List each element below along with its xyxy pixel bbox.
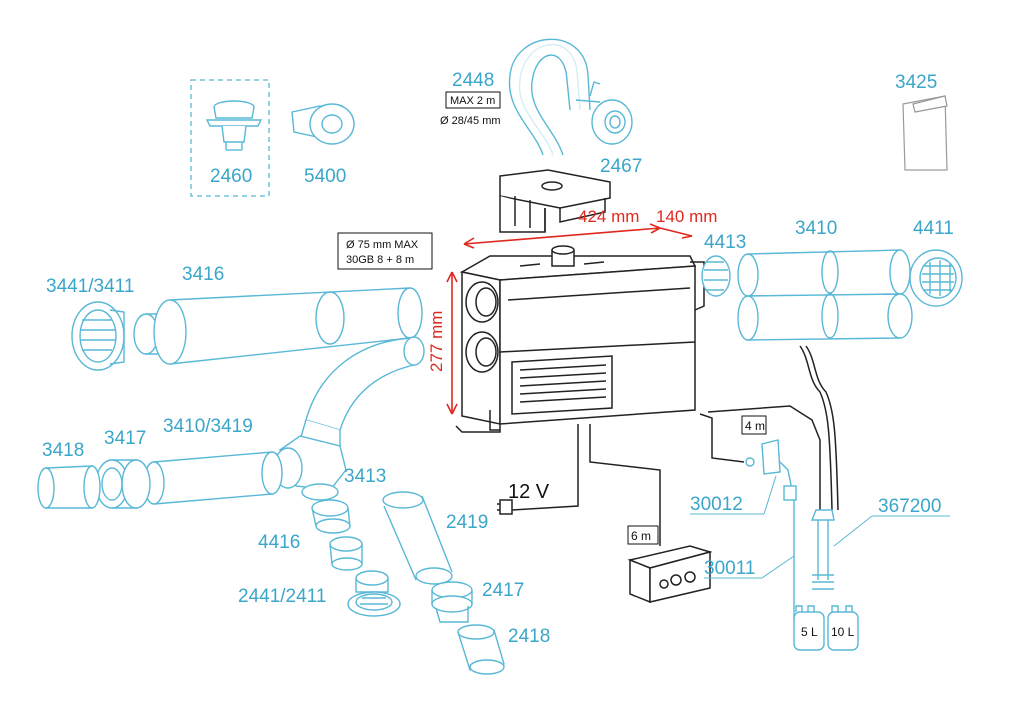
ring-3418 (37, 465, 101, 509)
adapter-3417 (95, 459, 151, 509)
ring-2418 (457, 624, 505, 675)
label-2418: 2418 (508, 626, 550, 647)
leader-30012b (763, 475, 777, 515)
cover-3425 (902, 95, 948, 171)
depth-dimension: 140 mm (656, 207, 717, 226)
tank-10l-label: 10 L (831, 625, 855, 639)
label-367200: 367200 (878, 496, 941, 517)
label-3425: 3425 (895, 72, 937, 93)
leader-367200b (833, 515, 873, 547)
label-4413: 4413 (704, 232, 746, 253)
label-2441-2411: 2441/2411 (238, 586, 326, 607)
duct-3410 (737, 249, 913, 341)
label-2448: 2448 (452, 70, 494, 91)
fuel-length-note: 4 m (745, 419, 765, 433)
tank-5l-label: 5 L (801, 625, 818, 639)
y-connector-3413 (273, 435, 347, 501)
panel-length-box (627, 525, 659, 545)
fuel-length-box (741, 415, 767, 435)
leader-30011b (761, 555, 795, 579)
duct-2419 (382, 491, 453, 585)
outlet-3441-3411 (71, 301, 125, 371)
outlet-4411 (909, 249, 963, 307)
exhaust-pipe-2448 (508, 38, 591, 156)
voltage-label: 12 V (508, 481, 550, 503)
duct-3410-3419 (143, 451, 283, 505)
exhaust-outlet-2467 (575, 81, 633, 145)
air-outlet-2460 (190, 79, 270, 197)
exhaust-note: MAX 2 m Ø 28/45 mm (440, 91, 501, 127)
duct-diameter-note: Ø 75 mm MAX (346, 239, 419, 251)
duct-3416 (153, 287, 423, 365)
fuel-tank-5l (793, 605, 825, 651)
exhaust-max-note: MAX 2 m (450, 95, 495, 107)
mounting-bracket (499, 169, 611, 233)
label-3413: 3413 (344, 466, 386, 487)
label-30012: 30012 (690, 494, 743, 515)
fuel-line-367200 (793, 500, 835, 620)
label-2467: 2467 (600, 156, 642, 177)
duct-length-note: 30GB 8 + 8 m (346, 254, 414, 266)
control-panel (627, 545, 713, 604)
air-nozzle-5400 (291, 103, 355, 145)
label-5400: 5400 (304, 166, 346, 187)
intake-4413 (701, 255, 731, 297)
wiring (511, 345, 839, 546)
heater-unit (455, 245, 705, 433)
label-3410: 3410 (795, 218, 837, 239)
width-dimension: 424 mm (578, 207, 639, 226)
label-3417: 3417 (104, 428, 146, 449)
height-dimension: 277 mm (427, 311, 446, 372)
label-4411: 4411 (913, 218, 954, 239)
ring-4416 (311, 499, 363, 571)
bent-duct (299, 336, 425, 451)
panel-length-note: 6 m (631, 529, 651, 543)
heater-grill (511, 355, 613, 415)
adapter-2417 (431, 581, 473, 623)
exhaust-diameter-note: Ø 28/45 mm (440, 115, 501, 127)
label-3416: 3416 (182, 264, 224, 285)
label-2460: 2460 (210, 166, 252, 187)
label-3418: 3418 (42, 440, 84, 461)
label-3441-3411: 3441/3411 (46, 276, 134, 297)
outlet-2441-2411 (347, 570, 401, 617)
duct-note: Ø 75 mm MAX 30GB 8 + 8 m (337, 232, 433, 270)
label-4416: 4416 (258, 532, 300, 553)
fuel-tank-10l (827, 605, 859, 651)
dimension-lines (446, 223, 693, 415)
label-2419: 2419 (446, 512, 488, 533)
label-3410-3419: 3410/3419 (163, 416, 253, 437)
label-2417: 2417 (482, 580, 524, 601)
fuel-pump-30012 (745, 439, 797, 501)
power-plug (497, 499, 513, 515)
label-30011: 30011 (704, 558, 755, 579)
